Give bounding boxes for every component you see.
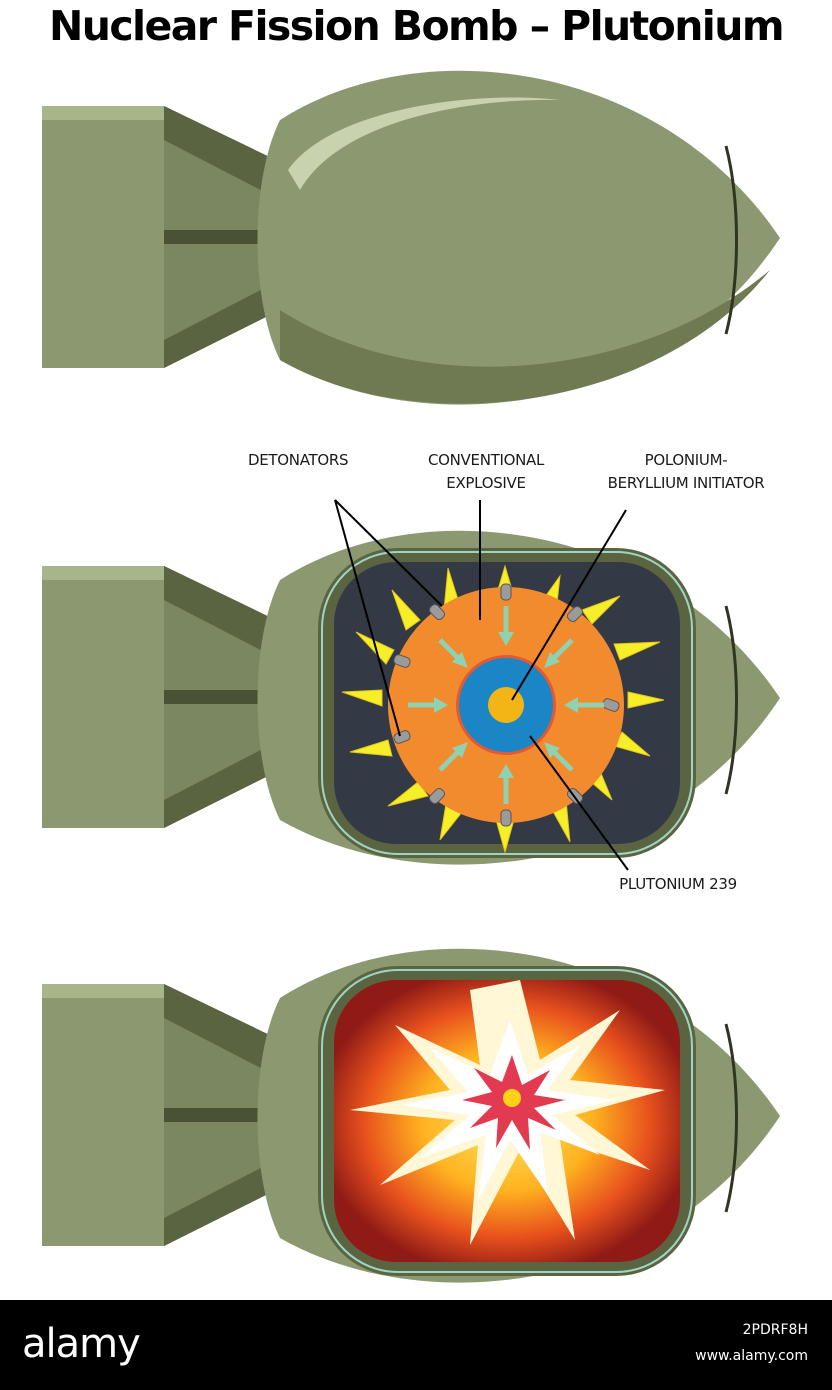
label-conventional-explosive-line1: CONVENTIONAL xyxy=(427,451,545,469)
bomb-exterior-panel xyxy=(0,60,832,430)
blast-starburst xyxy=(350,980,665,1245)
image-id: 2PDRF8H xyxy=(742,1322,808,1338)
tail-fins xyxy=(42,106,280,368)
plutonium-core xyxy=(456,655,556,755)
detonator-pins xyxy=(393,583,620,827)
bomb-cross-section-illustration xyxy=(42,499,780,871)
watermark-footer: alamy 2PDRF8H www.alamy.com xyxy=(0,1300,832,1390)
site-url: www.alamy.com xyxy=(695,1348,808,1364)
label-detonators: DETONATORS xyxy=(248,451,349,469)
implosion-arrows xyxy=(408,606,604,804)
brand-logo: alamy xyxy=(22,1321,141,1367)
initiator-core xyxy=(488,687,524,723)
label-conventional-explosive-line2: EXPLOSIVE xyxy=(446,474,526,492)
leader-lines xyxy=(334,499,629,871)
label-initiator-line2: BERYLLIUM INITIATOR xyxy=(607,474,765,492)
label-plutonium-239: PLUTONIUM 239 xyxy=(619,875,737,893)
bomb-exterior-illustration xyxy=(42,70,780,405)
diagram-title: Nuclear Fission Bomb – Plutonium xyxy=(49,2,785,50)
bomb-body xyxy=(257,70,780,405)
label-initiator-line1: POLONIUM- xyxy=(644,451,728,469)
bomb-detonation-illustration xyxy=(42,948,780,1283)
tail-fins xyxy=(42,566,280,828)
bomb-cross-section-panel: DETONATORS CONVENTIONAL EXPLOSIVE POLONI… xyxy=(0,440,832,900)
tail-fins xyxy=(42,984,280,1246)
bomb-detonation-panel xyxy=(0,920,832,1300)
